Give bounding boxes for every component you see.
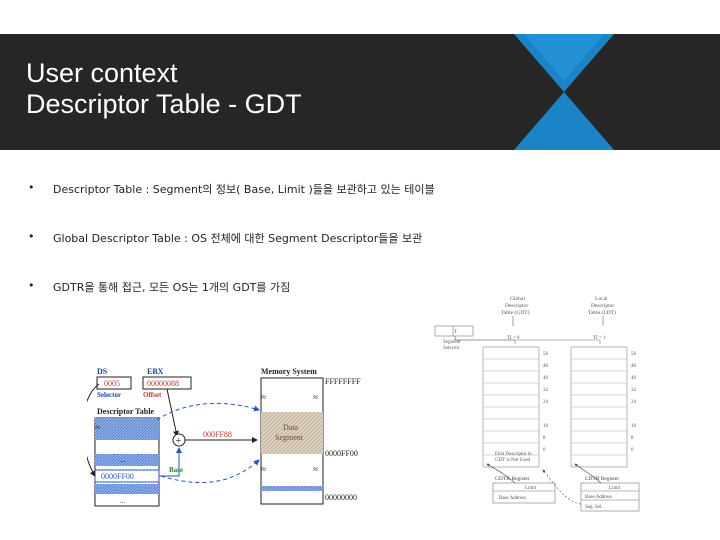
slide-header: User context Descriptor Table - GDT	[0, 34, 720, 150]
gdt-offset: 16	[543, 424, 549, 429]
data-segment-label-1: Data	[283, 423, 299, 432]
ti1-connector	[454, 336, 601, 344]
ldt-offset: 48	[631, 364, 637, 369]
descriptor-table-top-band	[95, 418, 159, 440]
selector-caption-2: Selector	[443, 346, 460, 351]
hourglass-logo-icon	[514, 34, 614, 150]
bullet-marker: •	[28, 279, 35, 292]
ldtr-register	[580, 482, 640, 512]
ldt-title-2: Descriptor	[591, 303, 614, 309]
bullet-text: Descriptor Table : Segment의 정보( Base, Li…	[53, 183, 435, 196]
base-entry-value: 0000FF00	[101, 472, 134, 481]
gdt-offset: 32	[543, 388, 549, 393]
gdt-offset: 8	[543, 436, 546, 441]
ds-register	[96, 376, 132, 390]
mem-mid-address: 0000FF00	[325, 449, 358, 458]
ldt-offset: 32	[631, 388, 637, 393]
selector-label: Selector	[97, 391, 121, 399]
ti1-label: TI = 1	[593, 336, 606, 341]
ds-label: DS	[97, 367, 108, 376]
segment-translation-diagram: DS 0005 Selector EBX 00000088 Offset Des…	[87, 367, 361, 507]
title-line-1: User context	[26, 58, 178, 88]
gdt-title-1: Global	[510, 296, 525, 302]
ebx-value: 00000088	[147, 379, 179, 388]
gdtr-label: GDTR Register	[495, 476, 530, 482]
ldt-offset: 0	[631, 448, 634, 453]
offset-arrow	[166, 388, 179, 437]
memory-band	[261, 486, 323, 491]
selector-box	[434, 325, 474, 337]
first-desc-note-1: First Descriptor in	[495, 452, 532, 457]
table-dashed-arrow	[156, 403, 260, 421]
gdt-offset: 40	[543, 376, 549, 381]
ldt-offset: 8	[631, 436, 634, 441]
adder-plus: +	[176, 436, 182, 447]
mem-bottom-address: 00000000	[325, 493, 357, 502]
gdtr-arrow	[486, 463, 516, 484]
bullet-marker: •	[28, 181, 35, 194]
descriptor-table-band	[95, 454, 159, 466]
ds-value: 0005	[104, 379, 120, 388]
break-mark: ≈	[313, 464, 318, 474]
ldtr-limit: Limit	[609, 486, 621, 491]
selector-ti-label: T	[454, 329, 458, 335]
gdt-offset: 24	[543, 400, 549, 405]
ldt-offset: 16	[631, 424, 637, 429]
gdt-offset: 56	[543, 352, 549, 357]
bullet-text: GDTR을 통해 접근, 모든 OS는 1개의 GDT를 가짐	[53, 281, 291, 294]
ldt-offset: 40	[631, 376, 637, 381]
ldt-offset: 56	[631, 352, 637, 357]
base-label: Base	[169, 466, 183, 474]
memory-label: Memory System	[261, 367, 317, 376]
sum-value: 000FF88	[203, 430, 232, 439]
ldtr-base: Base Address	[585, 495, 612, 500]
gdtr-limit: Limit	[525, 486, 537, 491]
base-arrow	[159, 447, 182, 477]
bullet-marker: •	[28, 230, 35, 243]
ti0-label: TI = 0	[507, 336, 520, 341]
ldtr-label: LDTR Register	[585, 476, 619, 482]
break-mark: ≈	[95, 422, 100, 432]
gdt-title-2: Descriptor	[505, 303, 528, 309]
dots-2: ...	[120, 497, 126, 505]
base-dashed-arrow	[160, 459, 260, 483]
ldt-title-1: Local	[595, 296, 608, 302]
break-mark: ≈	[261, 464, 266, 474]
gdt-offset: 0	[543, 448, 546, 453]
offset-label: Offset	[143, 391, 162, 399]
data-segment-box	[261, 412, 323, 454]
title-line-2: Descriptor Table - GDT	[26, 89, 302, 119]
ldtr-selector-arrow	[542, 469, 582, 505]
bullet-text: Global Descriptor Table : OS 전체에 대한 Segm…	[53, 232, 423, 245]
mem-top-address: FFFFFFFF	[325, 377, 361, 386]
selector-caption-1: Segment	[443, 340, 461, 345]
break-mark: ≈	[261, 392, 266, 402]
gdtr-register	[492, 482, 556, 504]
ldtr-seg-sel: Seg. Sel.	[585, 505, 603, 510]
data-segment-label-2: Segment	[275, 433, 304, 442]
ldt-offset: 24	[631, 400, 637, 405]
ldt-title-3: Table (LDT)	[588, 309, 616, 316]
break-mark: ≈	[313, 392, 318, 402]
dots-1: ...	[120, 456, 126, 464]
gdt-title-3: Table (GDT)	[501, 309, 530, 316]
slide-title: User context Descriptor Table - GDT	[26, 58, 302, 120]
gdt-offset: 48	[543, 364, 549, 369]
gdt-ldt-diagram: Global Descriptor Table (GDT) Local Desc…	[434, 296, 640, 512]
ebx-label: EBX	[147, 367, 164, 376]
gdtr-base: Base Address	[499, 496, 526, 501]
descriptor-table-label: Descriptor Table	[97, 407, 154, 416]
descriptor-table-band-2	[95, 484, 159, 494]
selector-arrow	[87, 383, 100, 477]
first-desc-note-2: GDT is Not Used	[495, 458, 531, 463]
ldtr-arrow	[574, 463, 602, 484]
